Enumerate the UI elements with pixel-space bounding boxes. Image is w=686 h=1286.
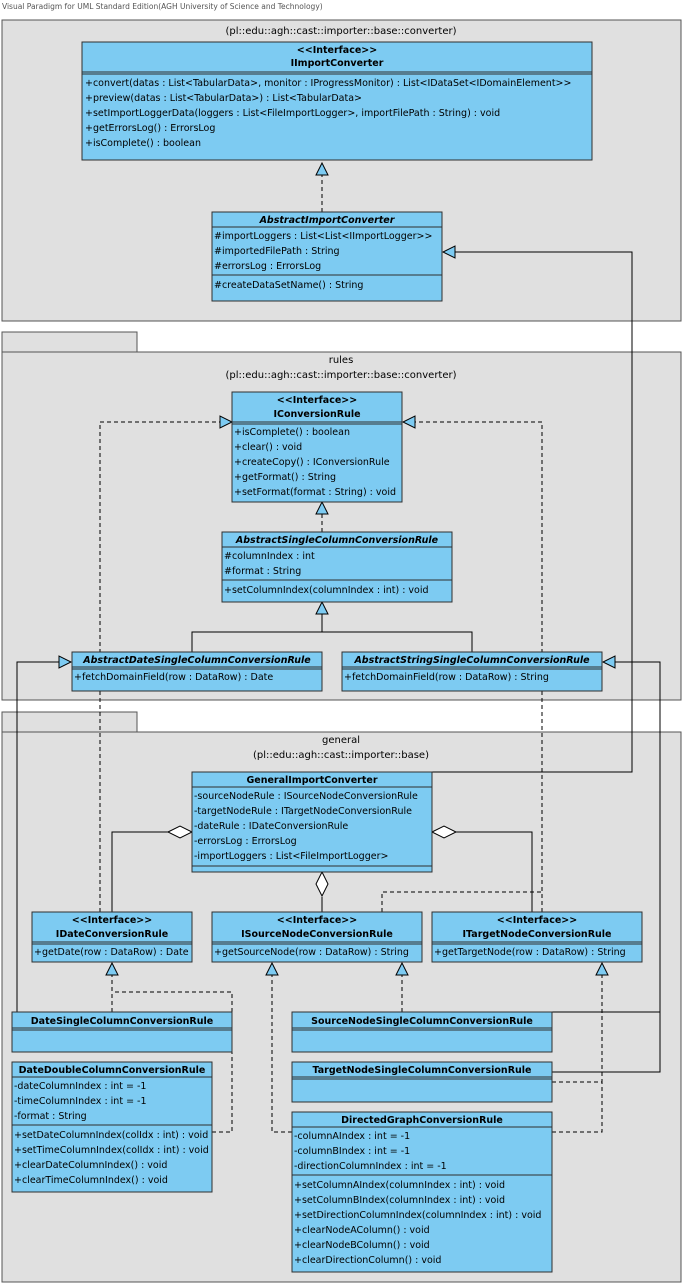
class-isource-op: +getSourceNode(row : DataRow) : String [214,947,409,958]
class-abstractimport-attr: #importLoggers : List<List<IImportLogger… [214,231,432,242]
class-absstring-name: AbstractStringSingleColumnConversionRule [353,655,590,666]
realization-datedouble-idate [112,991,233,1133]
class-itarget-stereotype: <<Interface>> [497,915,577,926]
class-iimport-converter: <<Interface>> IImportConverter +convert(… [81,41,593,161]
class-directed-graph-conversion-rule: DirectedGraphConversionRule -columnAInde… [291,1111,553,1273]
class-sourcesingle-name: SourceNodeSingleColumnConversionRule [311,1016,533,1027]
package-rules: rules (pl::edu::agh::cast::importer::bas… [1,331,682,701]
class-general-import-converter: GeneralImportConverter -sourceNodeRule :… [191,771,433,873]
class-idate-op: +getDate(row : DataRow) : Date [34,947,189,958]
class-directed-attr: -columnBIndex : int = -1 [294,1146,410,1157]
class-targetsingle-name: TargetNodeSingleColumnConversionRule [313,1065,532,1076]
class-itarget-name: ITargetNodeConversionRule [463,929,612,940]
package-general-path: (pl::edu::agh::cast::importer::base) [253,750,429,761]
class-iimport-op: +convert(datas : List<TabularData>, moni… [85,78,571,89]
class-iconvrule-op: +clear() : void [234,442,302,453]
class-iconvrule-op: +getFormat() : String [234,472,336,483]
class-general-attr: -sourceNodeRule : ISourceNodeConversionR… [194,791,418,802]
class-iconvrule-op: +setFormat(format : String) : void [234,487,396,498]
class-datedouble-op: +setDateColumnIndex(colIdx : int) : void [14,1130,208,1141]
class-absdate-op: +fetchDomainField(row : DataRow) : Date [74,672,273,683]
class-directed-attr: -columnAIndex : int = -1 [294,1131,410,1142]
class-date-double-column-conversion-rule: DateDoubleColumnConversionRule -dateColu… [11,1061,213,1193]
package-general-name: general [322,735,360,746]
class-itarget-node-conversion-rule: <<Interface>> ITargetNodeConversionRule … [431,911,643,963]
class-abssingle-op: +setColumnIndex(columnIndex : int) : voi… [224,585,429,596]
class-datedouble-name: DateDoubleColumnConversionRule [19,1065,206,1076]
class-iconvrule-stereotype: <<Interface>> [277,395,357,406]
class-datedouble-attr: -timeColumnIndex : int = -1 [14,1096,147,1107]
class-target-node-single-column-conversion-rule: TargetNodeSingleColumnConversionRule [291,1061,553,1103]
generalization-datesingle-absdate [16,661,59,1012]
class-absdate-name: AbstractDateSingleColumnConversionRule [82,655,311,666]
package-rules-name: rules [329,355,354,366]
class-iimport-op: +setImportLoggerData(loggers : List<File… [85,108,500,119]
class-datesingle-name: DateSingleColumnConversionRule [31,1016,213,1027]
class-directed-op: +setColumnBIndex(columnIndex : int) : vo… [294,1195,505,1206]
class-general-attr: -importLoggers : List<FileImportLogger> [194,851,388,862]
package-rules-path: (pl::edu::agh::cast::importer::base::con… [225,370,456,381]
class-isource-name: ISourceNodeConversionRule [241,929,393,940]
class-abstract-import-converter: AbstractImportConverter #importLoggers :… [211,211,443,302]
class-isource-stereotype: <<Interface>> [277,915,357,926]
class-abssingle-name: AbstractSingleColumnConversionRule [235,535,439,546]
class-abstract-date-single-column-conversion-rule: AbstractDateSingleColumnConversionRule +… [71,651,323,692]
class-idate-name: IDateConversionRule [56,929,168,940]
aggregation-general-itarget [456,831,533,912]
class-abstract-single-column-conversion-rule: AbstractSingleColumnConversionRule #colu… [221,531,453,603]
class-iimport-op: +isComplete() : boolean [85,138,201,149]
class-abstract-string-single-column-conversion-rule: AbstractStringSingleColumnConversionRule… [341,651,603,692]
class-general-attr: -targetNodeRule : ITargetNodeConversionR… [194,806,412,817]
class-datedouble-attr: -dateColumnIndex : int = -1 [14,1081,146,1092]
generalization-general-abstractimport [432,251,633,773]
class-abstractimport-attr: #importedFilePath : String [214,246,340,257]
class-idate-conversion-rule: <<Interface>> IDateConversionRule +getDa… [31,911,193,963]
class-datedouble-attr: -format : String [14,1111,87,1122]
class-directed-attr: -directionColumnIndex : int = -1 [294,1161,447,1172]
class-iconvrule-op: +createCopy() : IConversionRule [234,457,390,468]
class-iconversion-rule: <<Interface>> IConversionRule +isComplet… [231,391,403,503]
class-date-single-column-conversion-rule: DateSingleColumnConversionRule [11,1011,233,1053]
package-converter-path: (pl::edu::agh::cast::importer::base::con… [225,26,456,37]
class-directed-op: +clearNodeBColumn() : void [294,1240,430,1251]
class-directed-op: +clearDirectionColumn() : void [294,1255,441,1266]
watermark: Visual Paradigm for UML Standard Edition… [2,2,323,11]
class-abssingle-attr: #format : String [224,566,301,577]
class-datedouble-op: +clearTimeColumnIndex() : void [14,1175,168,1186]
class-directed-op: +setDirectionColumnIndex(columnIndex : i… [294,1210,541,1221]
class-iimport-name: IImportConverter [291,58,384,69]
class-iimport-stereotype: <<Interface>> [297,45,377,56]
class-general-attr: -dateRule : IDateConversionRule [194,821,348,832]
class-directed-op: +clearNodeAColumn() : void [294,1225,430,1236]
class-datedouble-op: +clearDateColumnIndex() : void [14,1160,167,1171]
class-datedouble-op: +setTimeColumnIndex(colIdx : int) : void [14,1145,209,1156]
class-absstring-op: +fetchDomainField(row : DataRow) : Strin… [344,672,549,683]
class-abssingle-attr: #columnIndex : int [224,551,315,562]
class-directed-op: +setColumnAIndex(columnIndex : int) : vo… [294,1180,505,1191]
realization-isource-branch [381,891,542,912]
class-abstractimport-attr: #errorsLog : ErrorsLog [214,261,321,272]
class-iimport-op: +getErrorsLog() : ErrorsLog [85,123,215,134]
class-iconvrule-op: +isComplete() : boolean [234,427,350,438]
class-iimport-op: +preview(datas : List<TabularData>) : Li… [85,93,362,104]
class-iconvrule-name: IConversionRule [273,409,360,420]
realization-idate-iconvrule [99,421,220,912]
class-isource-node-conversion-rule: <<Interface>> ISourceNodeConversionRule … [211,911,423,963]
class-idate-stereotype: <<Interface>> [72,915,152,926]
relationships [16,161,661,1133]
class-general-name: GeneralImportConverter [246,775,377,786]
class-source-node-single-column-conversion-rule: SourceNodeSingleColumnConversionRule [291,1011,553,1053]
class-abstractimport-op: #createDataSetName() : String [214,280,363,291]
generalization-sourcesingle-absstring [552,661,661,1013]
class-itarget-op: +getTargetNode(row : DataRow) : String [434,947,626,958]
generalization-absdate-abstring [191,614,473,652]
generalization-targetsingle-absstring [552,1012,661,1073]
class-general-attr: -errorsLog : ErrorsLog [194,836,297,847]
class-abstractimport-name: AbstractImportConverter [259,215,396,226]
realization-itarget-iconvrule [415,421,543,912]
class-directed-name: DirectedGraphConversionRule [341,1115,503,1126]
aggregation-general-idate [111,831,168,912]
realization-directed-itarget [552,1082,603,1133]
